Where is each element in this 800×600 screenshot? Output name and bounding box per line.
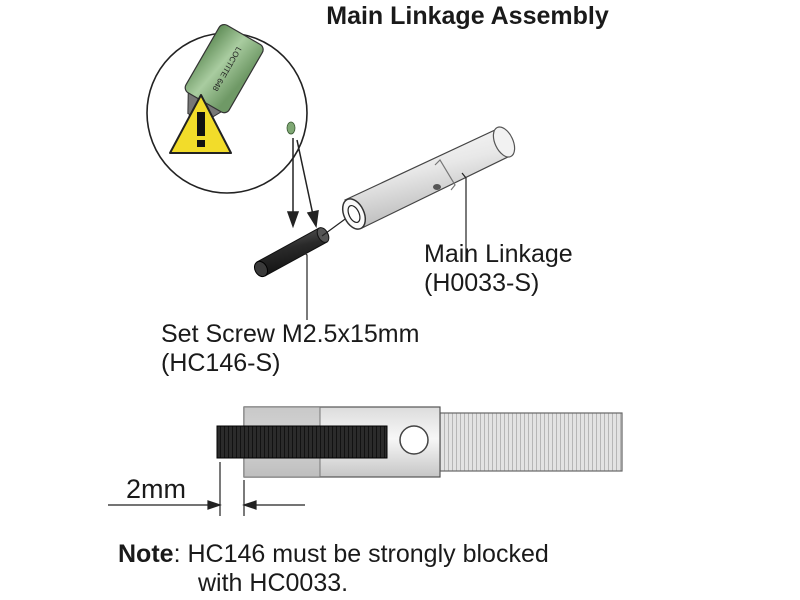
detail-magnifier: LOCTITE 648: [146, 23, 308, 194]
set-screw-name: Set Screw M2.5x15mm: [161, 320, 420, 348]
cross-hole-section: [399, 425, 429, 455]
set-screw-section: [216, 425, 388, 459]
main-linkage-3d: [341, 126, 516, 230]
note-line-2: with HC0033.: [198, 569, 349, 597]
leader-lines: [302, 172, 467, 320]
note-label: Note: [118, 540, 174, 568]
cross-hole: [433, 184, 441, 190]
diagram-title: Main Linkage Assembly: [326, 2, 609, 30]
dimension-2mm: [108, 462, 305, 516]
main-linkage-part: (H0033-S): [424, 269, 540, 297]
set-screw-part: (HC146-S): [161, 349, 281, 377]
glue-drop: [286, 121, 296, 135]
threaded-shaft: [439, 412, 623, 472]
dimension-label: 2mm: [126, 474, 186, 504]
note-line-1: : HC146 must be strongly blocked: [173, 540, 549, 568]
section-view: [216, 406, 623, 478]
set-screw-3d: [253, 227, 330, 278]
main-linkage-name: Main Linkage: [424, 240, 573, 268]
warning-icon: [169, 94, 232, 154]
application-arrows: [286, 138, 319, 229]
set-screw-callout: Set Screw M2.5x15mm (HC146-S): [161, 320, 419, 378]
main-linkage-callout: Main Linkage (H0033-S): [424, 240, 573, 298]
assembly-note: Note: HC146 must be strongly blocked wit…: [118, 540, 549, 598]
